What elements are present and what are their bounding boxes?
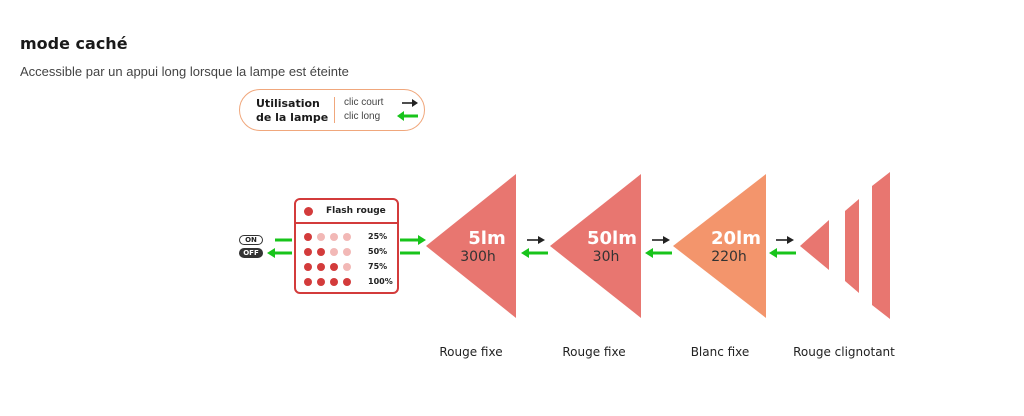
blink-shape-large: [872, 172, 890, 319]
flash-title: Flash rouge: [326, 206, 386, 216]
mode2-lumens: 50lm: [587, 228, 637, 249]
arrow-flash-to-mode1: [400, 235, 426, 245]
arrow-long-2-1: [521, 248, 548, 258]
flash-level-dot: [330, 248, 338, 256]
flash-level-dot: [343, 233, 351, 241]
triangle-mode-1: [426, 174, 516, 318]
mode3-lumens: 20lm: [711, 228, 761, 249]
flash-level-label: 25%: [368, 232, 388, 241]
arrow-flash-to-off: [267, 248, 292, 258]
arrow-long-3-2: [645, 248, 672, 258]
arrow-short-2-3: [652, 236, 670, 244]
legend-usage-line1: Utilisation: [256, 97, 320, 110]
arrow-short-1-2: [527, 236, 545, 244]
flash-level-dot: [343, 263, 351, 271]
flash-level-dot: [304, 233, 312, 241]
flash-divider: [296, 222, 397, 224]
mode1-hours: 300h: [460, 249, 496, 265]
page-subtitle: Accessible par un appui long lorsque la …: [20, 64, 349, 79]
flash-level-dot: [343, 278, 351, 286]
flash-level-dot: [330, 233, 338, 241]
mode3-label: Blanc fixe: [690, 345, 750, 359]
legend-divider: [334, 97, 335, 123]
on-badge: ON: [239, 235, 263, 245]
flash-level-dot: [330, 263, 338, 271]
blink-shape-small: [800, 220, 829, 270]
legend-long-click: clic long: [344, 111, 381, 122]
arrow-short-3-4: [776, 236, 794, 244]
legend-short-click: clic court: [344, 97, 384, 108]
blink-shape-mid: [845, 199, 859, 293]
mode2-label: Rouge fixe: [562, 345, 626, 359]
usage-legend: Utilisation de la lampe clic court clic …: [239, 89, 425, 131]
legend-usage-line2: de la lampe: [256, 111, 329, 124]
flash-level-dot: [343, 248, 351, 256]
flash-level-dot: [317, 248, 325, 256]
mode3-hours: 220h: [711, 249, 747, 265]
mode1-label: Rouge fixe: [439, 345, 503, 359]
flash-rouge-box: Flash rouge 25% 50% 75% 100%: [294, 198, 399, 294]
flash-level-dot: [304, 278, 312, 286]
flash-level-label: 75%: [368, 262, 388, 271]
triangle-mode-2: [550, 174, 641, 318]
flash-level-label: 100%: [368, 277, 393, 286]
off-badge: OFF: [239, 248, 263, 258]
mode4-label: Rouge clignotant: [793, 345, 895, 359]
flash-level-dot: [317, 263, 325, 271]
flash-level-dot: [304, 248, 312, 256]
mode1-lumens: 5lm: [468, 228, 506, 249]
flash-level-dot: [317, 278, 325, 286]
flash-level-dot: [317, 233, 325, 241]
mode2-hours: 30h: [592, 249, 620, 265]
flash-level-label: 50%: [368, 247, 388, 256]
legend-usage-label: Utilisation de la lampe: [256, 97, 328, 125]
flash-red-dot-icon: [304, 207, 313, 216]
flash-level-dot: [304, 263, 312, 271]
arrow-long-4-3: [769, 248, 796, 258]
triangle-mode-3: [673, 174, 766, 318]
flash-level-dot: [330, 278, 338, 286]
page-title: mode caché: [20, 34, 128, 53]
